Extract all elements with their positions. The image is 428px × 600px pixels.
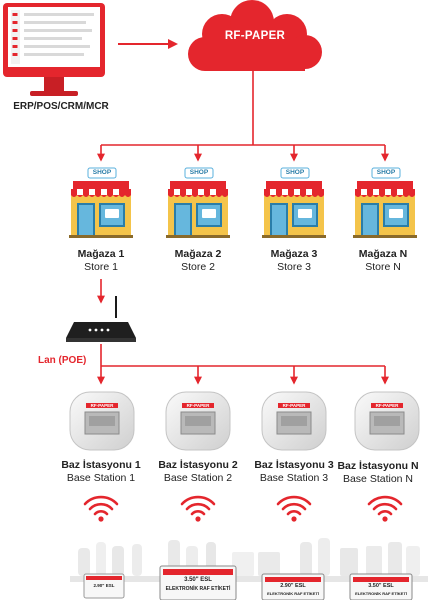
wifi-icon-1 xyxy=(83,495,119,523)
wifi-icon-n xyxy=(367,495,403,523)
store-label-2: Mağaza 2 Store 2 xyxy=(153,248,243,274)
base-station-label-n: Baz İstasyonu N Base Station N xyxy=(330,460,426,486)
device-brand-2: RF-PAPER xyxy=(186,403,210,408)
base-station-name: Baz İstasyonu N xyxy=(337,460,419,472)
base-station-device-3 xyxy=(261,391,327,451)
lan-label: Lan (POE) xyxy=(38,355,87,366)
cloud-icon xyxy=(188,0,322,71)
store-icon-3 xyxy=(262,181,326,238)
shop-sign-1: SHOP xyxy=(92,169,112,176)
esl-tag-text-2: 3.50" ESL xyxy=(184,577,212,583)
shop-signs xyxy=(87,167,401,179)
esl-tag-3 xyxy=(261,573,325,600)
shelf-products xyxy=(78,538,420,576)
esl-tag-4 xyxy=(349,573,413,600)
device-brand-n: RF-PAPER xyxy=(375,403,399,408)
store-name: Mağaza 2 xyxy=(174,248,222,260)
base-station-sub: Base Station N xyxy=(342,473,414,486)
base-station-name: Baz İstasyonu 3 xyxy=(254,459,334,471)
base-station-sub: Base Station 2 xyxy=(163,472,233,485)
esl-tag-text-3: 2.90" ESL xyxy=(280,583,306,589)
base-station-device-1 xyxy=(69,391,135,451)
store-sub: Store 3 xyxy=(277,261,311,274)
shop-sign-n: SHOP xyxy=(376,169,396,176)
store-label-3: Mağaza 3 Store 3 xyxy=(249,248,339,274)
store-label-1: Mağaza 1 Store 1 xyxy=(56,248,146,274)
store-name: Mağaza 1 xyxy=(77,248,125,260)
base-station-name: Baz İstasyonu 1 xyxy=(61,459,141,471)
device-brand-3: RF-PAPER xyxy=(282,403,306,408)
esl-caption-2: ELEKTRONİK RAF ETİKETİ xyxy=(165,586,231,592)
store-name: Mağaza N xyxy=(358,248,408,260)
store-name: Mağaza 3 xyxy=(270,248,318,260)
router-icon xyxy=(66,296,136,342)
wifi-icon-3 xyxy=(276,495,312,523)
esl-caption-4: ELEKTRONİK RAF ETİKETİ xyxy=(355,591,407,596)
esl-tag-1 xyxy=(83,573,125,599)
store-icon-1 xyxy=(69,181,133,238)
lan-lines xyxy=(97,344,389,385)
shelf-edge xyxy=(70,576,428,582)
erp-label: ERP/POS/CRM/MCR xyxy=(13,101,109,112)
store-label-n: Mağaza N Store N xyxy=(338,248,428,274)
base-station-sub: Base Station 3 xyxy=(259,472,329,485)
base-station-name: Baz İstasyonu 2 xyxy=(158,459,238,471)
wifi-icon-2 xyxy=(180,495,216,523)
store-sub: Store 2 xyxy=(181,261,215,274)
esl-tag-2 xyxy=(159,565,237,600)
cloud-label: RF-PAPER xyxy=(224,30,286,42)
base-station-label-3: Baz İstasyonu 3 Base Station 3 xyxy=(246,459,342,485)
base-station-label-2: Baz İstasyonu 2 Base Station 2 xyxy=(150,459,246,485)
store-icon-n xyxy=(353,181,417,238)
base-station-device-2 xyxy=(165,391,231,451)
store-icon-2 xyxy=(166,181,230,238)
shop-sign-2: SHOP xyxy=(189,169,209,176)
base-station-label-1: Baz İstasyonu 1 Base Station 1 xyxy=(53,459,149,485)
device-brand-1: RF-PAPER xyxy=(90,403,114,408)
base-station-sub: Base Station 1 xyxy=(66,472,136,485)
esl-tag-text-1: 2.90" ESL xyxy=(93,583,115,588)
store-sub: Store N xyxy=(365,261,401,274)
esl-caption-3: ELEKTRONİK RAF ETİKETİ xyxy=(267,591,319,596)
cloud-to-stores-lines xyxy=(97,71,389,162)
store-sub: Store 1 xyxy=(84,261,118,274)
shop-sign-3: SHOP xyxy=(285,169,305,176)
monitor-icon xyxy=(3,3,105,96)
base-station-device-n xyxy=(354,391,420,451)
esl-tag-text-4: 3.50" ESL xyxy=(368,583,394,589)
